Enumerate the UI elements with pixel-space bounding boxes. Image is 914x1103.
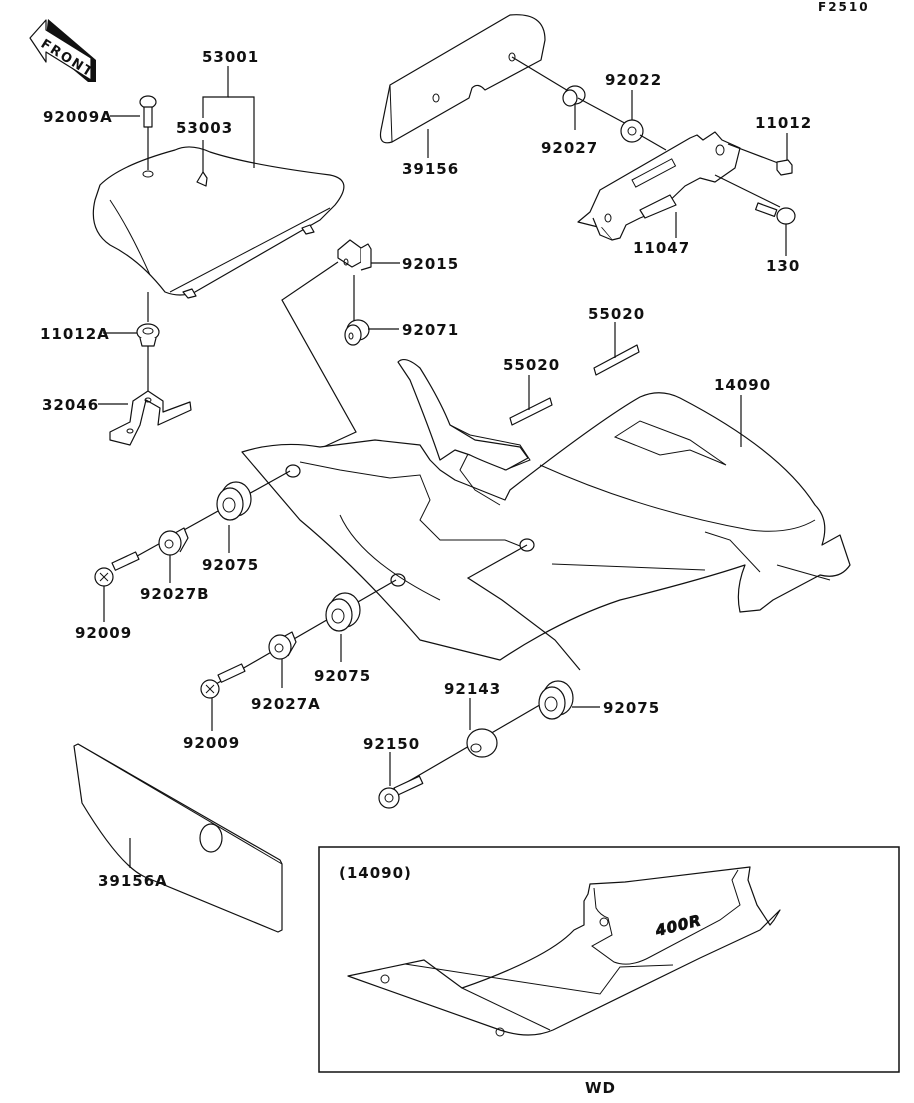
callout-92150: 92150	[363, 735, 420, 753]
grommet-92071-icon	[344, 319, 370, 346]
bracket-32046-icon	[109, 390, 192, 446]
inset-box: (14090) 400R	[318, 846, 900, 1073]
callout-92027: 92027	[541, 139, 598, 157]
callout-92022: 92022	[605, 71, 662, 89]
callout-92075-a: 92075	[202, 556, 259, 574]
tail-cowl-14090-part	[241, 358, 851, 661]
seat-part	[92, 146, 345, 299]
callout-14090: 14090	[714, 376, 771, 394]
callout-55020-b: 55020	[588, 305, 645, 323]
strip-55020a-icon	[509, 397, 553, 426]
callout-39156: 39156	[402, 160, 459, 178]
callout-32046: 32046	[42, 396, 99, 414]
callout-92071: 92071	[402, 321, 459, 339]
callout-92143: 92143	[444, 680, 501, 698]
footer-label: WD	[585, 1079, 616, 1097]
callout-11012: 11012	[755, 114, 812, 132]
bolt-92009A-icon	[139, 95, 157, 170]
inset-title: (14090)	[339, 864, 412, 882]
strip-55020b-icon	[593, 344, 640, 376]
screw-92009a-icon	[94, 551, 140, 587]
grommet-92075c-icon	[538, 680, 574, 720]
callout-53001: 53001	[202, 48, 259, 66]
screw-92009b-icon	[200, 663, 246, 699]
cover-39156-part	[379, 14, 546, 144]
washer-92022-icon	[620, 119, 644, 143]
spacer-92027B-icon	[158, 527, 189, 556]
callout-39156A: 39156A	[98, 872, 168, 890]
callout-92075-b: 92075	[314, 667, 371, 685]
callout-92075-c: 92075	[603, 699, 660, 717]
callout-53003: 53003	[176, 119, 233, 137]
washer-92143-icon	[466, 728, 498, 758]
front-arrow-icon: FRONT	[29, 19, 96, 82]
callout-92027B: 92027B	[140, 585, 210, 603]
callout-11047: 11047	[633, 239, 690, 257]
plate-39156A-part	[73, 743, 283, 933]
grommet-92075a-icon	[216, 481, 252, 521]
callout-92009A: 92009A	[43, 108, 113, 126]
grommet-11012A-icon	[136, 323, 160, 347]
figure-code: F2510	[818, 0, 870, 14]
callout-92009-a: 92009	[75, 624, 132, 642]
callout-92027A: 92027A	[251, 695, 321, 713]
bracket-11047-part	[577, 131, 741, 241]
callout-11012A: 11012A	[40, 325, 110, 343]
bolt-92150-icon	[378, 775, 424, 809]
callout-92015: 92015	[402, 255, 459, 273]
clip-92015-icon	[337, 239, 372, 271]
callout-92009-b: 92009	[183, 734, 240, 752]
inset-tail-side-panel	[347, 866, 781, 1037]
spacer-92027-icon	[562, 85, 586, 107]
spacer-92027A-icon	[268, 631, 297, 660]
callout-55020-a: 55020	[503, 356, 560, 374]
callout-130: 130	[766, 257, 800, 275]
grommet-92075b-icon	[325, 592, 361, 632]
clip-11012-icon	[776, 159, 793, 176]
bolt-130-icon	[755, 202, 796, 225]
